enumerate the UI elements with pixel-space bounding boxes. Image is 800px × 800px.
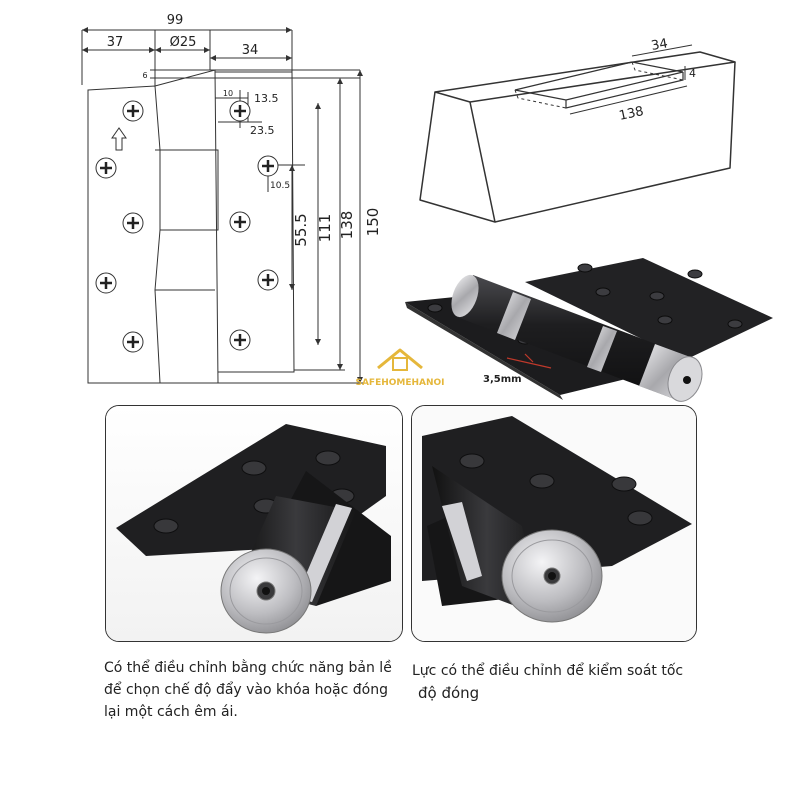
mortise-dim-depth: 4	[689, 67, 696, 80]
dim-hole-row1: 13.5	[254, 92, 279, 105]
hinge-product-image: 3,5mm	[405, 258, 773, 402]
dim-top-offset: 6	[142, 71, 147, 80]
mortise-block-drawing: 34 4 138	[419, 36, 736, 223]
dim-hole-small: 10.5	[270, 181, 290, 191]
screw-holes	[95, 100, 279, 353]
caption-force-adjust-line1: Lực có thể điều chỉnh để kiểm soát tốc	[412, 663, 684, 679]
dim-leaf-left: 37	[107, 35, 124, 50]
mortise-dim-length: 138	[618, 104, 645, 124]
house-logo-icon: SAFEHOMEHANOI	[355, 348, 445, 388]
caption-push-mode: Có thể điều chỉnh bằng chức năng bản lề …	[104, 660, 392, 720]
dim-leaf-right: 34	[242, 43, 259, 58]
dim-h3: 138	[338, 211, 356, 240]
mortise-dim-width: 34	[650, 36, 669, 54]
hinge-technical-drawing: 99 37 Ø25 34 6 10 13.5 23.5 10.5 55.5 11…	[81, 13, 382, 384]
dim-hole-row2: 23.5	[250, 124, 275, 137]
svg-text:SAFEHOMEHANOI: SAFEHOMEHANOI	[355, 378, 444, 388]
plate-thickness-label: 3,5mm	[483, 374, 522, 385]
dim-h4: 150	[364, 208, 382, 237]
dim-h2: 111	[316, 214, 334, 243]
hinge-end-cap-photo-left	[106, 406, 402, 641]
dim-h1: 55.5	[292, 213, 310, 246]
dim-knuckle-diameter: Ø25	[170, 35, 197, 50]
force-adjust-photo-panel	[411, 405, 697, 642]
dim-hole-x: 10	[223, 89, 233, 98]
push-mode-photo-panel	[105, 405, 403, 642]
dim-overall-width: 99	[167, 13, 184, 28]
hinge-end-cap-photo-right	[412, 406, 696, 641]
brand-watermark: SAFEHOMEHANOI	[338, 340, 462, 400]
caption-force-adjust-line2: độ đóng	[418, 684, 480, 702]
